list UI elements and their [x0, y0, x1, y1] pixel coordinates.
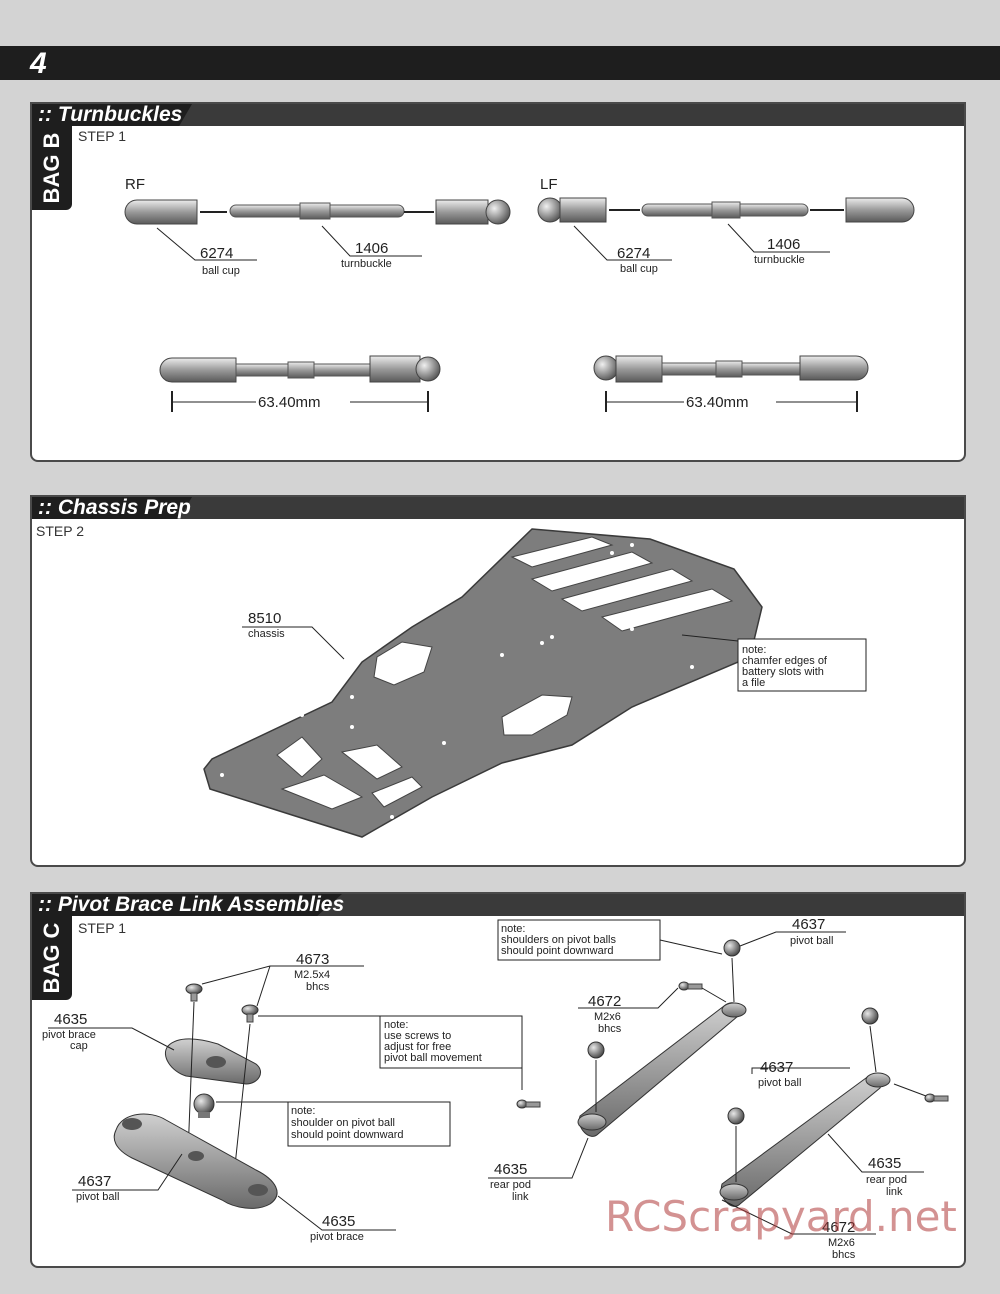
- turnbuckle-icon: [641, 201, 809, 219]
- assembled-turnbuckle-icon: [593, 355, 869, 383]
- note-line: use screws to: [384, 1030, 451, 1042]
- length-dimension: 63.40mm: [258, 394, 321, 411]
- pivot-ball-icon: [727, 1107, 745, 1125]
- rear-pod-link-icon: [719, 1072, 891, 1207]
- note-line: shoulder on pivot ball: [291, 1117, 395, 1129]
- screw-icon: [516, 1099, 541, 1109]
- assembled-turnbuckle-icon: [159, 355, 441, 383]
- pivot-ball-icon: [193, 1093, 215, 1118]
- part-number: 8510: [248, 610, 281, 627]
- note-line: chamfer edges of: [742, 655, 828, 667]
- pivot-brace-cap-icon: [164, 1038, 261, 1085]
- note-line: should point downward: [501, 945, 614, 957]
- screw-icon: [241, 1004, 259, 1023]
- section-title: :: Turnbuckles: [38, 103, 183, 126]
- part-desc: cap: [70, 1040, 88, 1052]
- step-label: STEP 1: [78, 920, 126, 936]
- part-number: 1406: [355, 240, 388, 257]
- rf-label: RF: [125, 176, 145, 193]
- length-dimension: 63.40mm: [686, 394, 749, 411]
- part-number: 4635: [322, 1213, 355, 1230]
- chassis-diagram: 8510 chassis note: chamfer edges of batt…: [203, 528, 867, 838]
- chassis-panel: :: Chassis Prep STEP 2: [30, 495, 966, 867]
- bag-tab: BAG B: [32, 126, 72, 210]
- pivot-panel: :: Pivot Brace Link Assemblies BAG C STE…: [30, 892, 966, 1268]
- pivot-ball-icon: [723, 939, 741, 957]
- part-desc: bhcs: [598, 1023, 622, 1035]
- page-number: 4: [30, 47, 47, 80]
- section-title: :: Chassis Prep: [38, 496, 191, 519]
- note-line: adjust for free: [384, 1041, 451, 1053]
- part-desc: pivot ball: [790, 935, 833, 947]
- part-desc: ball cup: [620, 263, 658, 275]
- bag-tab: BAG C: [32, 916, 72, 1000]
- part-desc: turnbuckle: [341, 258, 392, 270]
- part-number: 4637: [792, 916, 825, 933]
- part-number: 6274: [617, 245, 650, 262]
- ball-cup-icon: [435, 199, 511, 225]
- part-desc: link: [886, 1186, 903, 1198]
- part-desc: M2x6: [828, 1237, 855, 1249]
- part-number: 1406: [767, 236, 800, 253]
- part-desc: M2.5x4: [294, 969, 330, 981]
- part-number: 4635: [54, 1011, 87, 1028]
- part-number: 4635: [868, 1155, 901, 1172]
- part-number: 4635: [494, 1161, 527, 1178]
- turnbuckle-diagram: RF 6274 ball cup 1406 turnbuckle LF: [124, 176, 915, 412]
- note-line: note:: [742, 644, 766, 656]
- panel-header: [32, 497, 964, 519]
- note-line: note:: [501, 923, 525, 935]
- part-desc: rear pod: [490, 1179, 531, 1191]
- part-desc: pivot brace: [42, 1029, 96, 1041]
- part-desc: bhcs: [832, 1249, 856, 1261]
- part-desc: rear pod: [866, 1174, 907, 1186]
- rear-pod-link-icon: [577, 1002, 747, 1137]
- part-number: 4637: [78, 1173, 111, 1190]
- part-desc: chassis: [248, 628, 285, 640]
- panel-header: [32, 104, 964, 126]
- watermark: RCScrapyard.net: [605, 1192, 957, 1241]
- part-desc: M2x6: [594, 1011, 621, 1023]
- panel-header: [32, 894, 964, 916]
- ball-cup-icon: [124, 199, 198, 225]
- part-desc: pivot ball: [76, 1191, 119, 1203]
- part-desc: turnbuckle: [754, 254, 805, 266]
- screw-icon: [185, 983, 203, 1002]
- part-number: 4672: [822, 1219, 855, 1236]
- step-label: STEP 2: [36, 523, 84, 539]
- part-number: 4673: [296, 951, 329, 968]
- ball-cup-icon: [537, 197, 607, 223]
- note-line: note:: [291, 1105, 315, 1117]
- chassis-plate-icon: [203, 528, 763, 838]
- part-desc: ball cup: [202, 265, 240, 277]
- part-desc: pivot ball: [758, 1077, 801, 1089]
- pivot-ball-icon: [587, 1041, 605, 1059]
- part-desc: bhcs: [306, 981, 330, 993]
- note-line: shoulders on pivot balls: [501, 934, 616, 946]
- pivot-brace-icon: [113, 1113, 278, 1209]
- note-line: note:: [384, 1019, 408, 1031]
- note-line: a file: [742, 677, 765, 689]
- note-line: battery slots with: [742, 666, 824, 678]
- note-line: pivot ball movement: [384, 1052, 482, 1064]
- page-header-bar: [0, 46, 1000, 80]
- part-number: 6274: [200, 245, 233, 262]
- pivot-ball-icon: [861, 1007, 879, 1025]
- ball-cup-icon: [845, 197, 915, 223]
- part-desc: pivot brace: [310, 1231, 364, 1243]
- screw-icon: [924, 1093, 949, 1103]
- section-title: :: Pivot Brace Link Assemblies: [38, 893, 345, 916]
- part-number: 4637: [760, 1059, 793, 1076]
- part-number: 4672: [588, 993, 621, 1010]
- pivot-diagram: 4673 M2.5x4 bhcs 4635 pivot brace cap no…: [42, 916, 949, 1261]
- turnbuckle-icon: [229, 202, 405, 220]
- lf-label: LF: [540, 176, 558, 193]
- step-label: STEP 1: [78, 128, 126, 144]
- note-line: should point downward: [291, 1129, 404, 1141]
- part-desc: link: [512, 1191, 529, 1203]
- turnbuckles-panel: :: Turnbuckles BAG B STEP 1 RF 6274 bal: [30, 102, 966, 462]
- screw-icon: [678, 981, 703, 991]
